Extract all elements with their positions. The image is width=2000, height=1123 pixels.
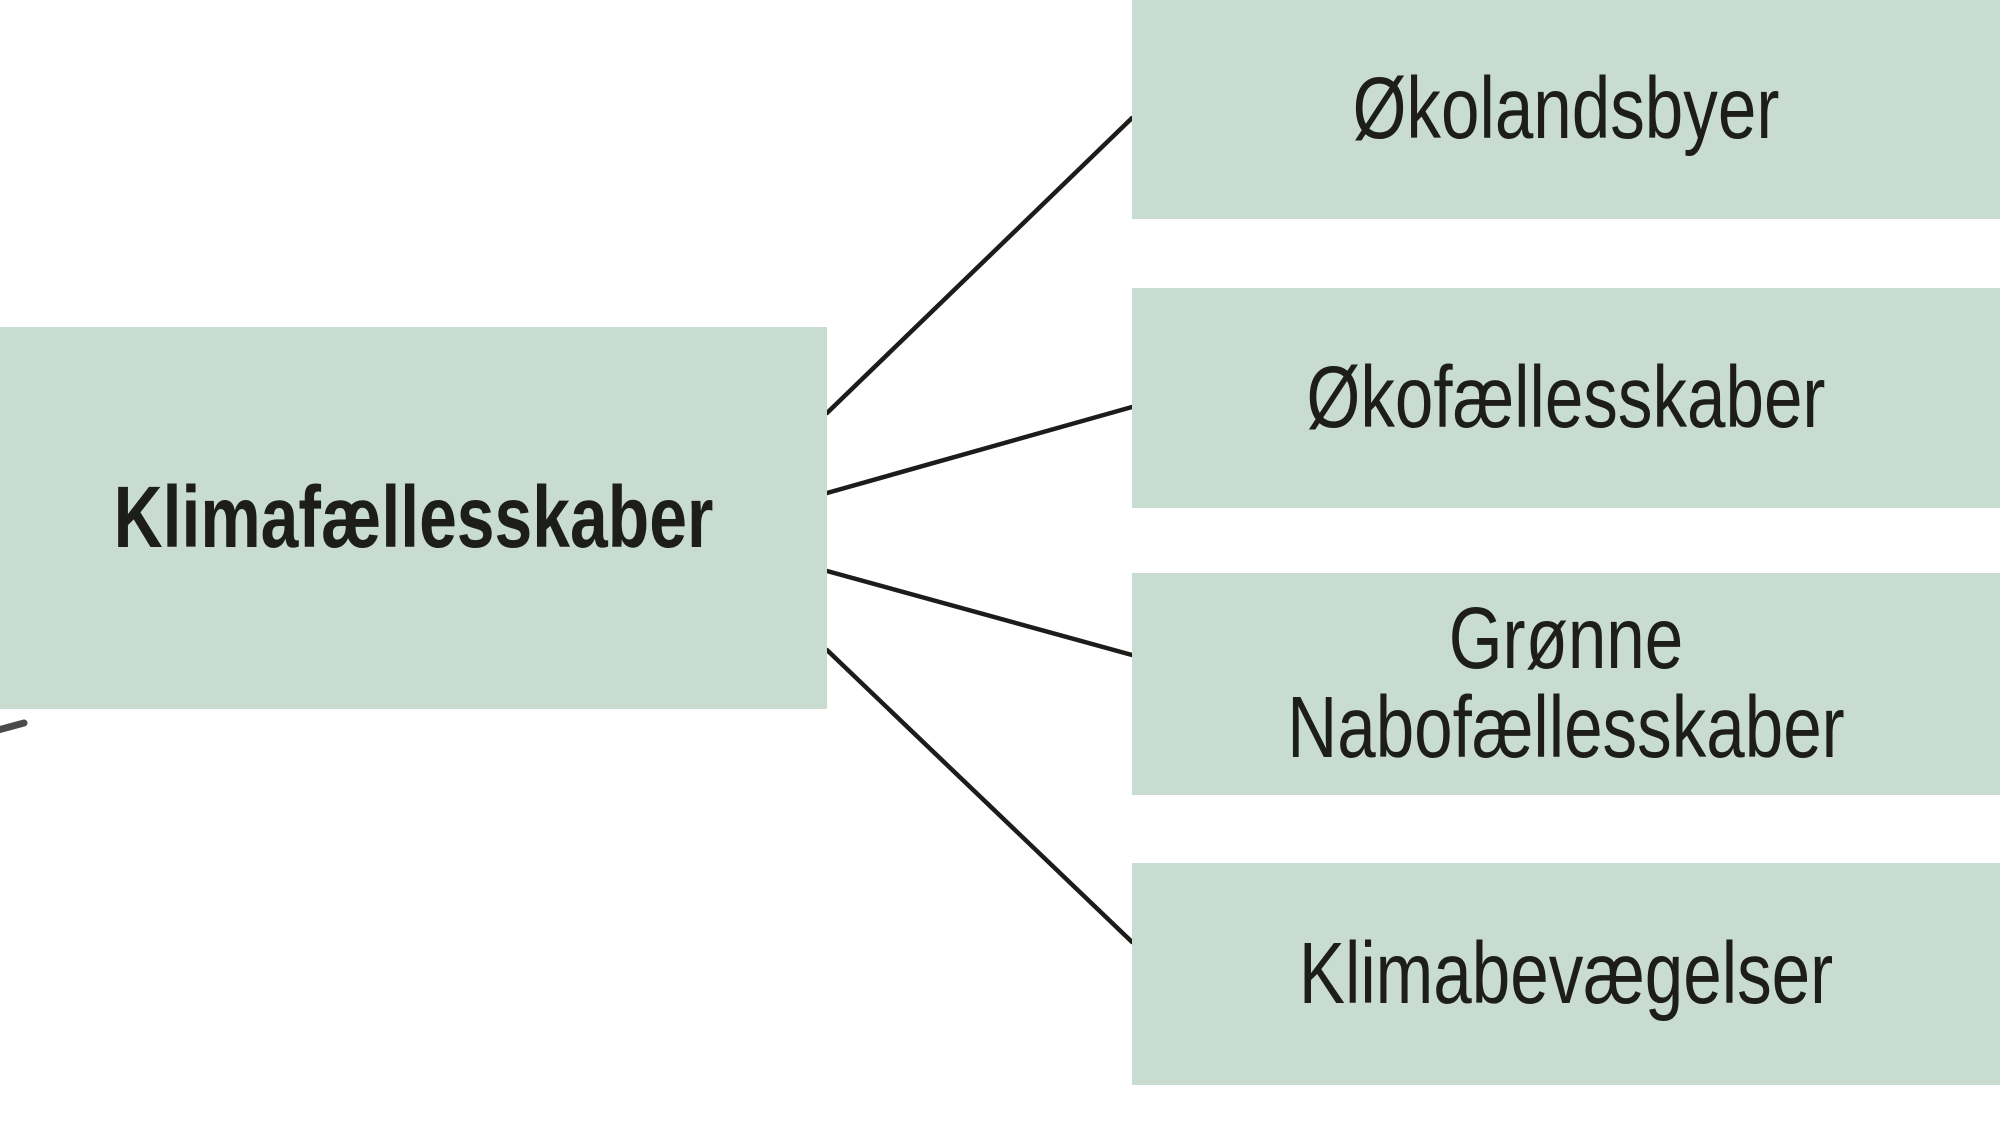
node-okolandsbyer-label: Økolandsbyer	[1352, 60, 1780, 158]
node-okolandsbyer: Økolandsbyer	[1132, 0, 2000, 219]
node-klimafaellesskaber-label: Klimafællesskaber	[113, 468, 714, 566]
connector-line-gronne-nabofaellesskaber	[824, 568, 1135, 658]
connector-line-okofaellesskaber	[824, 404, 1135, 496]
node-gronne-nabofaellesskaber-label: Grønne Nabofællesskaber	[1287, 590, 1845, 776]
node-okofaellesskaber-label: Økofællesskaber	[1306, 348, 1826, 446]
stray-mark	[0, 719, 28, 734]
node-klimafaellesskaber: Klimafællesskaber	[0, 327, 827, 709]
connector-line-klimabevaegelser	[824, 647, 1135, 945]
node-gronne-nabofaellesskaber: Grønne Nabofællesskaber	[1132, 573, 2000, 795]
connector-line-okolandsbyer	[824, 115, 1135, 416]
node-klimabevaegelser: Klimabevægelser	[1132, 863, 2000, 1085]
node-klimabevaegelser-label: Klimabevægelser	[1298, 924, 1834, 1022]
node-okofaellesskaber: Økofællesskaber	[1132, 288, 2000, 508]
